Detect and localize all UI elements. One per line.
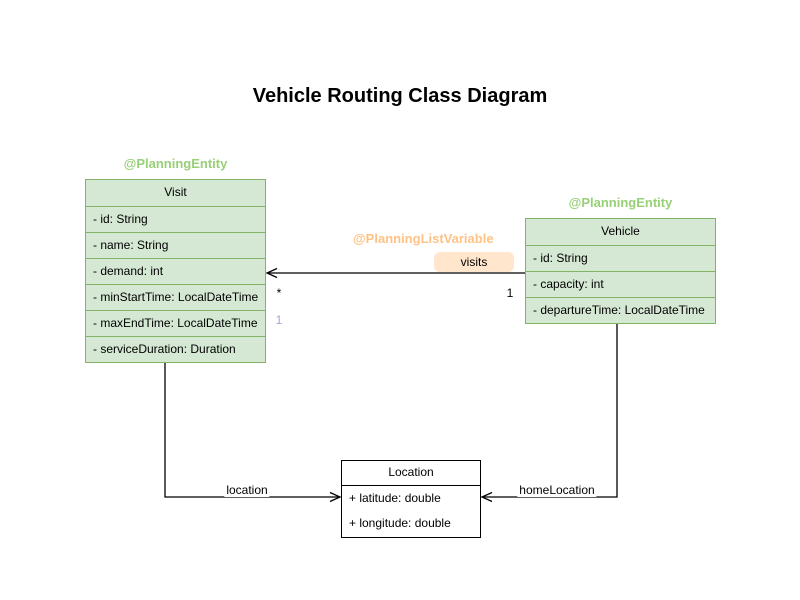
class-vehicle-name: Vehicle — [601, 224, 640, 238]
edge-label-visits: visits — [434, 252, 514, 272]
class-location: Location + latitude: double + longitude:… — [341, 460, 481, 538]
class-visit-attribute-id: - id: String — [86, 206, 265, 232]
class-location-name: Location — [388, 465, 434, 479]
class-visit-attribute-max-end-time: - maxEndTime: LocalDateTime — [86, 310, 265, 336]
class-vehicle: Vehicle - id: String - capacity: int - d… — [525, 218, 716, 324]
edge-home-location — [480, 322, 618, 503]
class-location-attribute-latitude: + latitude: double — [342, 485, 480, 511]
class-visit-attribute-demand: - demand: int — [86, 258, 265, 284]
class-visit-attribute-min-start-time: - minStartTime: LocalDateTime — [86, 284, 265, 310]
edge-label-home-location: homeLocation — [517, 483, 597, 497]
edge-visits — [265, 267, 525, 279]
edge-label-location: location — [224, 483, 270, 497]
diagram-title: Vehicle Routing Class Diagram — [252, 85, 548, 107]
class-vehicle-attribute-capacity: - capacity: int — [526, 271, 715, 297]
class-visit-attribute-service-duration: - serviceDuration: Duration — [86, 336, 265, 362]
annotation-planning-list-variable: @PlanningListVariable — [353, 231, 494, 246]
multiplicity-visits-source: 1 — [506, 286, 514, 300]
arrowhead-right-icon — [329, 491, 342, 503]
edge-location — [164, 362, 342, 503]
arrowhead-left-icon — [480, 491, 493, 503]
annotation-planning-entity-visit: @PlanningEntity — [123, 156, 228, 171]
edge-home-location-line — [484, 322, 618, 498]
multiplicity-visits-secondary: 1 — [275, 313, 283, 327]
annotation-planning-entity-vehicle: @PlanningEntity — [568, 195, 673, 210]
class-vehicle-attribute-id: - id: String — [526, 245, 715, 271]
class-vehicle-attribute-departure-time: - departureTime: LocalDateTime — [526, 297, 715, 323]
class-visit-name: Visit — [164, 185, 187, 199]
edge-location-line — [164, 362, 338, 498]
multiplicity-visits-target: * — [276, 286, 282, 300]
class-location-attribute-longitude: + longitude: double — [349, 516, 451, 530]
arrowhead-left-icon — [265, 267, 278, 279]
class-visit: Visit - id: String - name: String - dema… — [85, 179, 266, 363]
class-visit-attribute-name: - name: String — [86, 232, 265, 258]
